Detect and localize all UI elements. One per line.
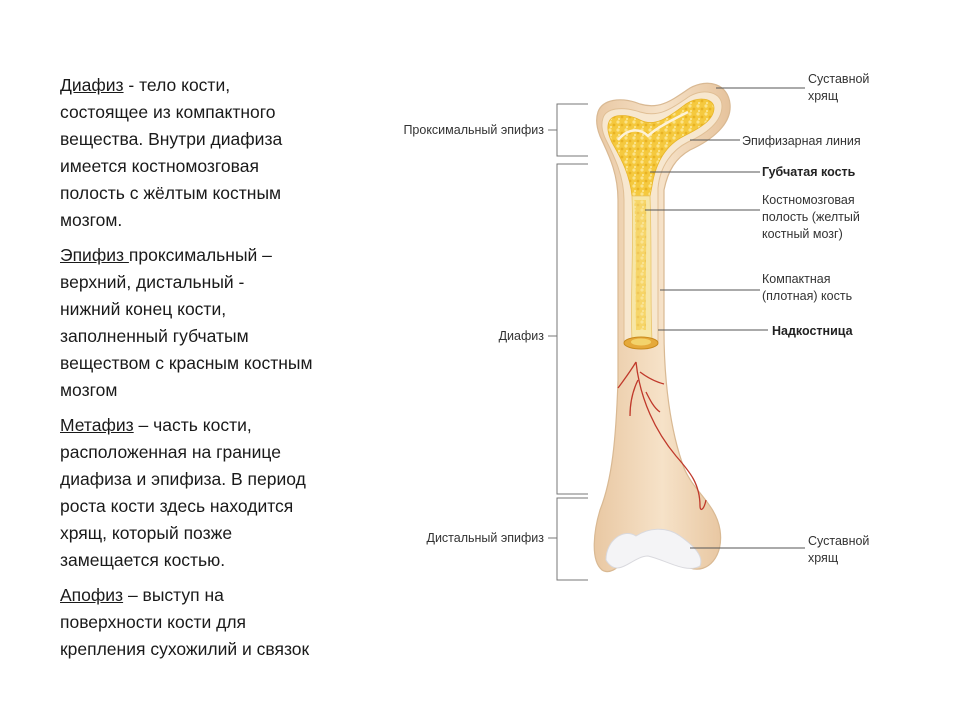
- text-line: полость с жёлтым костным: [60, 183, 282, 203]
- paragraph: Эпифиз проксимальный – верхний, дистальны…: [60, 242, 370, 404]
- text-line: диафиза и эпифиза. В период: [60, 469, 306, 489]
- label-articular-cartilage-bottom: Суставной хрящ: [808, 534, 873, 565]
- term-definition: проксимальный –: [128, 245, 272, 265]
- text-line: Эпифиз проксимальный –: [60, 242, 370, 269]
- text-line: поверхности кости для: [60, 612, 247, 632]
- text-line: Апофиз – выступ на: [60, 582, 370, 609]
- left-brackets: [548, 103, 588, 581]
- text-line: мозгом.: [60, 210, 123, 230]
- spongy-bone-head: [607, 98, 715, 197]
- epiphyseal-line-mark: [617, 110, 689, 141]
- text-line: заполненный губчатым: [60, 326, 249, 346]
- term-definition: – часть кости,: [133, 415, 252, 435]
- description-text: Диафиз - тело кости, состоящее из компакт…: [60, 72, 370, 671]
- text-line: мозгом: [60, 380, 118, 400]
- paragraph: Апофиз – выступ на поверхности кости для к…: [60, 582, 370, 663]
- text-line: роста кости здесь находится: [60, 496, 294, 516]
- text-line: крепления сухожилий и связок: [60, 639, 310, 659]
- label-marrow-cavity: Костномозговая полость (желтый костный м…: [762, 193, 863, 241]
- paragraph: Диафиз - тело кости, состоящее из компакт…: [60, 72, 370, 234]
- paragraph: Метафиз – часть кости, расположенная на г…: [60, 412, 370, 574]
- distal-cartilage: [605, 528, 702, 569]
- term: Апофиз: [60, 585, 124, 605]
- text-line: имеется костномозговая: [60, 156, 259, 176]
- term: Метафиз: [60, 415, 134, 435]
- long-bone: [593, 82, 731, 573]
- label-epiphyseal-line: Эпифизарная линия: [742, 134, 861, 148]
- term-definition: – выступ на: [123, 585, 224, 605]
- term: Диафиз: [60, 75, 124, 95]
- label-spongy-bone: Губчатая кость: [762, 165, 856, 179]
- bracket-distal: [556, 497, 588, 581]
- text-line: Метафиз – часть кости,: [60, 412, 370, 439]
- text-line: нижний конец кости,: [60, 299, 227, 319]
- text-line: веществом с красным костным: [60, 353, 313, 373]
- label-distal-epiphysis: Дистальный эпифиз: [426, 531, 544, 545]
- text-line: Диафиз - тело кости,: [60, 72, 370, 99]
- text-line: вещества. Внутри диафиза: [60, 129, 283, 149]
- label-articular-cartilage-top: Суставной хрящ: [808, 72, 873, 103]
- text-line: расположенная на границе: [60, 442, 281, 462]
- term: Эпифиз: [60, 245, 129, 265]
- bracket-proximal: [556, 103, 588, 157]
- right-leaders: [645, 87, 805, 549]
- label-compact-bone: Компактная (плотная) кость: [762, 272, 852, 303]
- text-line: замещается костью.: [60, 550, 226, 570]
- label-diaphysis: Диафиз: [499, 329, 545, 343]
- term-definition: - тело кости,: [123, 75, 231, 95]
- label-periosteum: Надкостница: [772, 324, 854, 338]
- text-line: верхний, дистальный -: [60, 272, 245, 292]
- text-line: хрящ, который позже: [60, 523, 233, 543]
- text-line: состоящее из компактного: [60, 102, 276, 122]
- label-proximal-epiphysis: Проксимальный эпифиз: [403, 123, 544, 137]
- bracket-diaphysis: [556, 163, 588, 495]
- blood-vessels: [617, 361, 707, 511]
